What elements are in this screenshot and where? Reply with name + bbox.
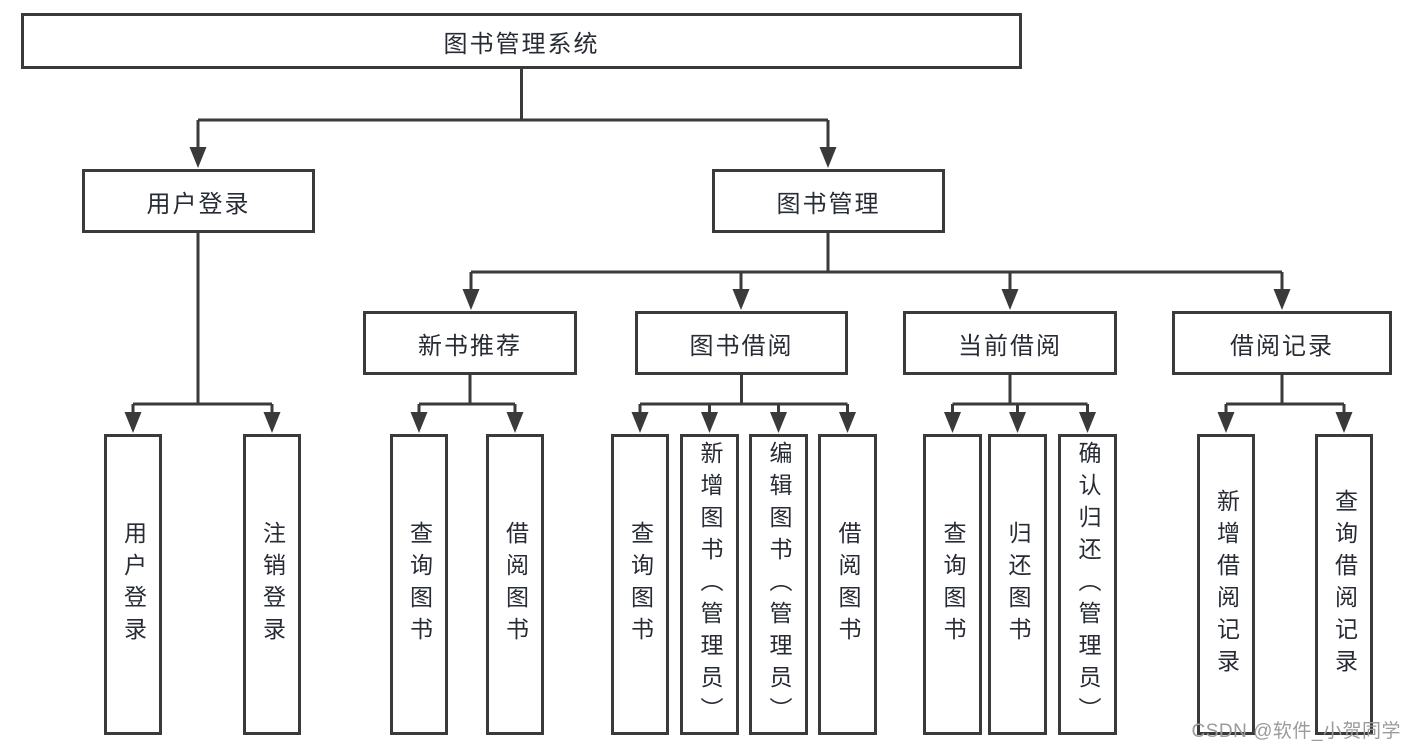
leaf-label: 归还图书 — [1005, 520, 1031, 649]
leaf-label: 查询借阅记录 — [1331, 488, 1358, 681]
node-label: 新书推荐 — [418, 332, 522, 360]
leaf-query-books-current: 查询图书 — [923, 434, 982, 735]
leaf-return-book: 归还图书 — [988, 434, 1047, 735]
leaf-label: 确认归还（管理员） — [1075, 440, 1101, 729]
node-label: 图书管理 — [776, 190, 881, 218]
node-borrow-records: 借阅记录 — [1172, 311, 1392, 375]
node-library-management-system: 图书管理系统 — [21, 13, 1022, 69]
node-label: 图书管理系统 — [443, 30, 600, 58]
leaf-label: 新增借阅记录 — [1213, 488, 1240, 681]
node-label: 图书借阅 — [689, 332, 794, 360]
csdn-watermark: CSDN @软件_小贺同学 — [1191, 721, 1401, 742]
leaf-label: 编辑图书（管理员） — [766, 440, 792, 729]
leaf-edit-book-admin: 编辑图书（管理员） — [749, 434, 808, 735]
node-new-book-recommend: 新书推荐 — [363, 311, 577, 375]
node-book-management: 图书管理 — [712, 169, 945, 233]
leaf-label: 新增图书（管理员） — [697, 440, 723, 729]
leaf-confirm-return-admin: 确认归还（管理员） — [1058, 434, 1117, 735]
node-label: 用户登录 — [146, 190, 251, 218]
leaf-add-book-admin: 新增图书（管理员） — [680, 434, 739, 735]
node-label: 当前借阅 — [958, 332, 1062, 360]
node-current-borrow: 当前借阅 — [903, 311, 1117, 375]
leaf-borrow-books-recommend: 借阅图书 — [486, 434, 544, 735]
leaf-label: 查询图书 — [406, 520, 433, 649]
leaf-query-books-borrow: 查询图书 — [611, 434, 669, 735]
node-user-login: 用户登录 — [82, 169, 315, 233]
node-book-borrow: 图书借阅 — [635, 311, 848, 375]
leaf-add-borrow-record: 新增借阅记录 — [1197, 434, 1255, 735]
leaf-label: 借阅图书 — [502, 520, 529, 649]
leaf-label: 查询图书 — [940, 520, 966, 649]
leaf-query-books-recommend: 查询图书 — [390, 434, 448, 735]
leaf-label: 用户登录 — [120, 520, 147, 649]
leaf-label: 借阅图书 — [835, 520, 861, 649]
leaf-logout: 注销登录 — [243, 434, 301, 735]
leaf-label: 查询图书 — [627, 520, 654, 649]
node-label: 借阅记录 — [1230, 332, 1334, 360]
leaf-user-login: 用户登录 — [104, 434, 162, 735]
leaf-borrow-books: 借阅图书 — [818, 434, 877, 735]
leaf-query-borrow-record: 查询借阅记录 — [1315, 434, 1373, 735]
leaf-label: 注销登录 — [259, 520, 286, 649]
